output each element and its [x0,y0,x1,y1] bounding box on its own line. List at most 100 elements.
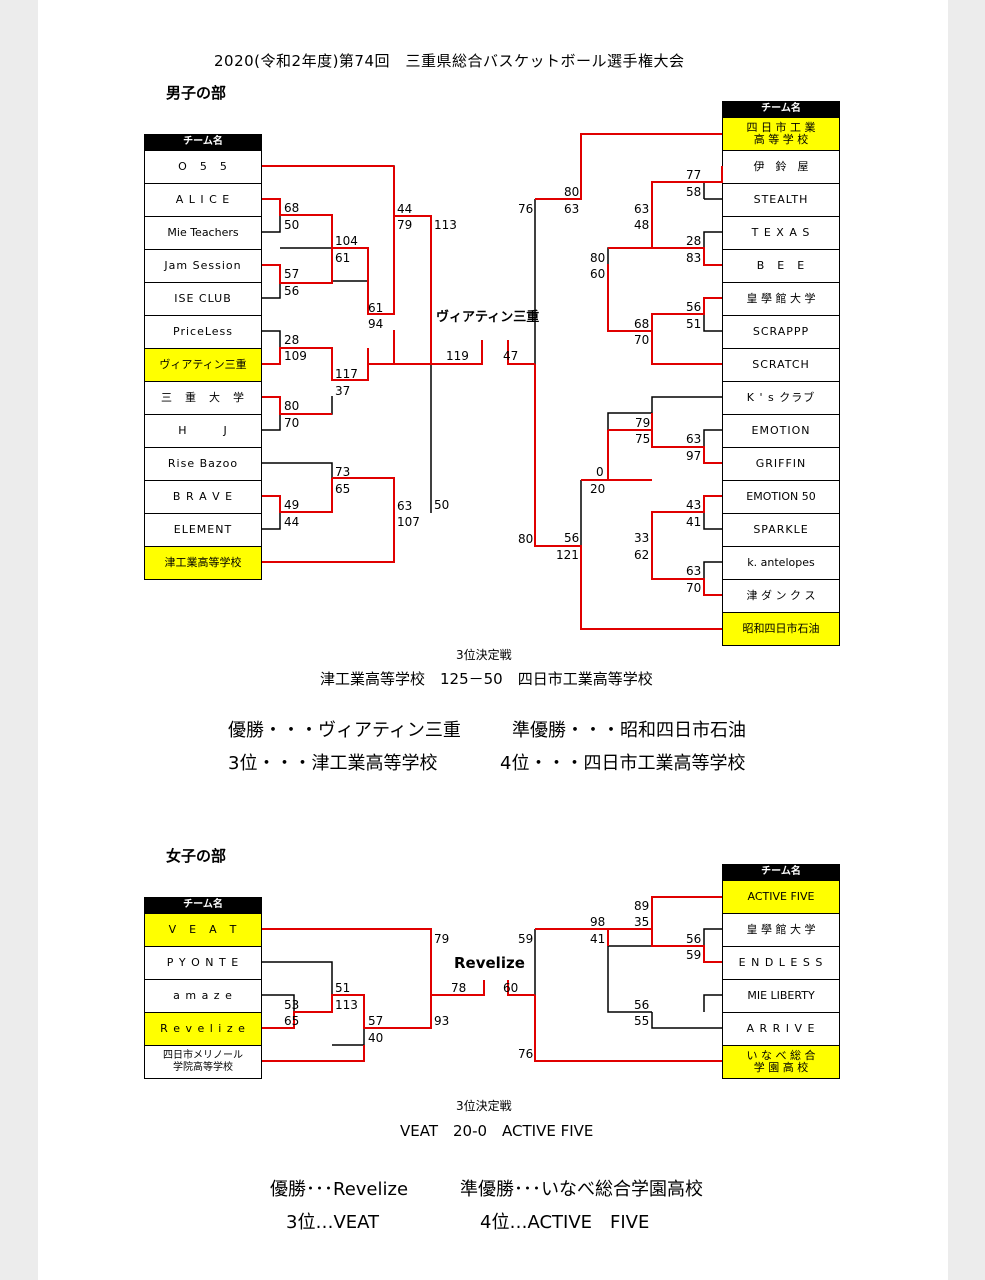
men-result-champion: 優勝・・・ヴィアティン三重 [228,720,461,741]
women-score: 57 [368,1014,384,1028]
women-left-team: V E A T [144,913,262,947]
men-left-header: チーム名 [144,134,262,150]
women-score: 35 [634,915,650,929]
women-right-team: ACTIVE FIVE [722,880,840,914]
men-score: 56 [564,531,580,545]
men-score: 58 [686,185,702,199]
men-score: 0 [596,465,604,479]
men-left-team: Rise Bazoo [144,447,262,481]
women-left-team: R e v e l i z e [144,1012,262,1046]
men-score: 83 [686,251,702,265]
men-right-team: 昭和四日市石油 [722,612,840,646]
women-score: 79 [434,932,450,946]
men-right-team: EMOTION [722,414,840,448]
women-third-place-result: VEAT 20-0 ACTIVE FIVE [400,1122,594,1140]
men-score: 119 [446,349,469,363]
men-score: 75 [635,432,651,446]
women-score: 59 [686,948,702,962]
men-score: 63 [686,564,702,578]
women-score: 89 [634,899,650,913]
men-score: 57 [284,267,300,281]
men-right-header: チーム名 [722,101,840,117]
men-score: 49 [284,498,300,512]
women-left-team: 四日市メリノール 学院高等学校 [144,1045,262,1079]
page-title: 2020(令和2年度)第74回 三重県総合バスケットボール選手権大会 [214,52,685,70]
women-result-champion: 優勝･･･Revelize [270,1179,409,1200]
men-score: 61 [368,301,384,315]
women-result-runner-up: 準優勝･･･いなべ総合学園高校 [460,1179,703,1200]
women-right-team: MIE LIBERTY [722,979,840,1013]
men-score: 37 [335,384,351,398]
tournament-page: 2020(令和2年度)第74回 三重県総合バスケットボール選手権大会 男子の部 … [38,0,948,1280]
men-score: 113 [434,218,457,232]
women-result-fourth: 4位…ACTIVE FIVE [480,1212,650,1233]
men-left-team: H J [144,414,262,448]
men-score: 109 [284,349,307,363]
women-score: 40 [368,1031,384,1045]
men-score: 80 [590,251,606,265]
men-score: 70 [634,333,650,347]
men-left-team: A L I C E [144,183,262,217]
men-score: 70 [284,416,300,430]
women-score: 56 [686,932,702,946]
men-bracket-lines [262,133,723,630]
men-section-title: 男子の部 [166,84,227,102]
men-champion: ヴィアティン三重 [436,310,540,325]
men-score: 33 [634,531,650,545]
men-score: 61 [335,251,351,265]
men-result-runner-up: 準優勝・・・昭和四日市石油 [512,720,746,741]
men-score: 94 [368,317,384,331]
men-score: 62 [634,548,650,562]
men-score: 73 [335,465,351,479]
women-score: 55 [634,1014,650,1028]
men-score: 43 [686,498,702,512]
women-score: 53 [284,998,300,1012]
men-score: 80 [518,532,534,546]
men-score: 56 [284,284,300,298]
women-score: 60 [503,981,519,995]
women-score: 59 [518,932,534,946]
men-score: 28 [284,333,300,347]
women-score: 41 [590,932,606,946]
women-score: 113 [335,998,358,1012]
men-score: 121 [556,548,579,562]
men-right-team: 伊 鈴 屋 [722,150,840,184]
women-left-header: チーム名 [144,897,262,913]
women-score: 76 [518,1047,534,1061]
men-score: 79 [397,218,413,232]
men-left-team: ヴィアティン三重 [144,348,262,382]
men-right-team: SPARKLE [722,513,840,547]
men-score: 63 [634,202,650,216]
men-right-team: STEALTH [722,183,840,217]
men-right-team: 四 日 市 工 業 高 等 学 校 [722,117,840,151]
men-result-third: 3位・・・津工業高等学校 [228,753,438,774]
women-score: 98 [590,915,606,929]
men-score: 48 [634,218,650,232]
men-right-team: B E E [722,249,840,283]
men-score: 20 [590,482,606,496]
men-right-team: 皇 學 館 大 学 [722,282,840,316]
men-score: 50 [434,498,450,512]
men-score: 117 [335,367,358,381]
women-third-place-title: 3位決定戦 [456,1099,512,1113]
women-right-team: 皇 學 館 大 学 [722,913,840,947]
men-left-team: Jam Session [144,249,262,283]
men-score: 63 [564,202,580,216]
women-section-title: 女子の部 [166,847,227,865]
men-score: 56 [686,300,702,314]
men-third-place-title: 3位決定戦 [456,648,512,662]
men-left-team: 三 重 大 学 [144,381,262,415]
men-score: 79 [635,416,651,430]
women-right-team: い な べ 総 合 学 園 高 校 [722,1045,840,1079]
women-score: 78 [451,981,467,995]
men-score: 60 [590,267,606,281]
men-score: 41 [686,515,702,529]
men-score: 47 [503,349,519,363]
men-score: 68 [284,201,300,215]
women-result-third: 3位…VEAT [286,1212,380,1233]
women-champion: Revelize [454,954,525,972]
women-bracket-lines [262,896,722,1062]
men-score: 28 [686,234,702,248]
men-score: 76 [518,202,534,216]
women-score: 65 [284,1014,300,1028]
